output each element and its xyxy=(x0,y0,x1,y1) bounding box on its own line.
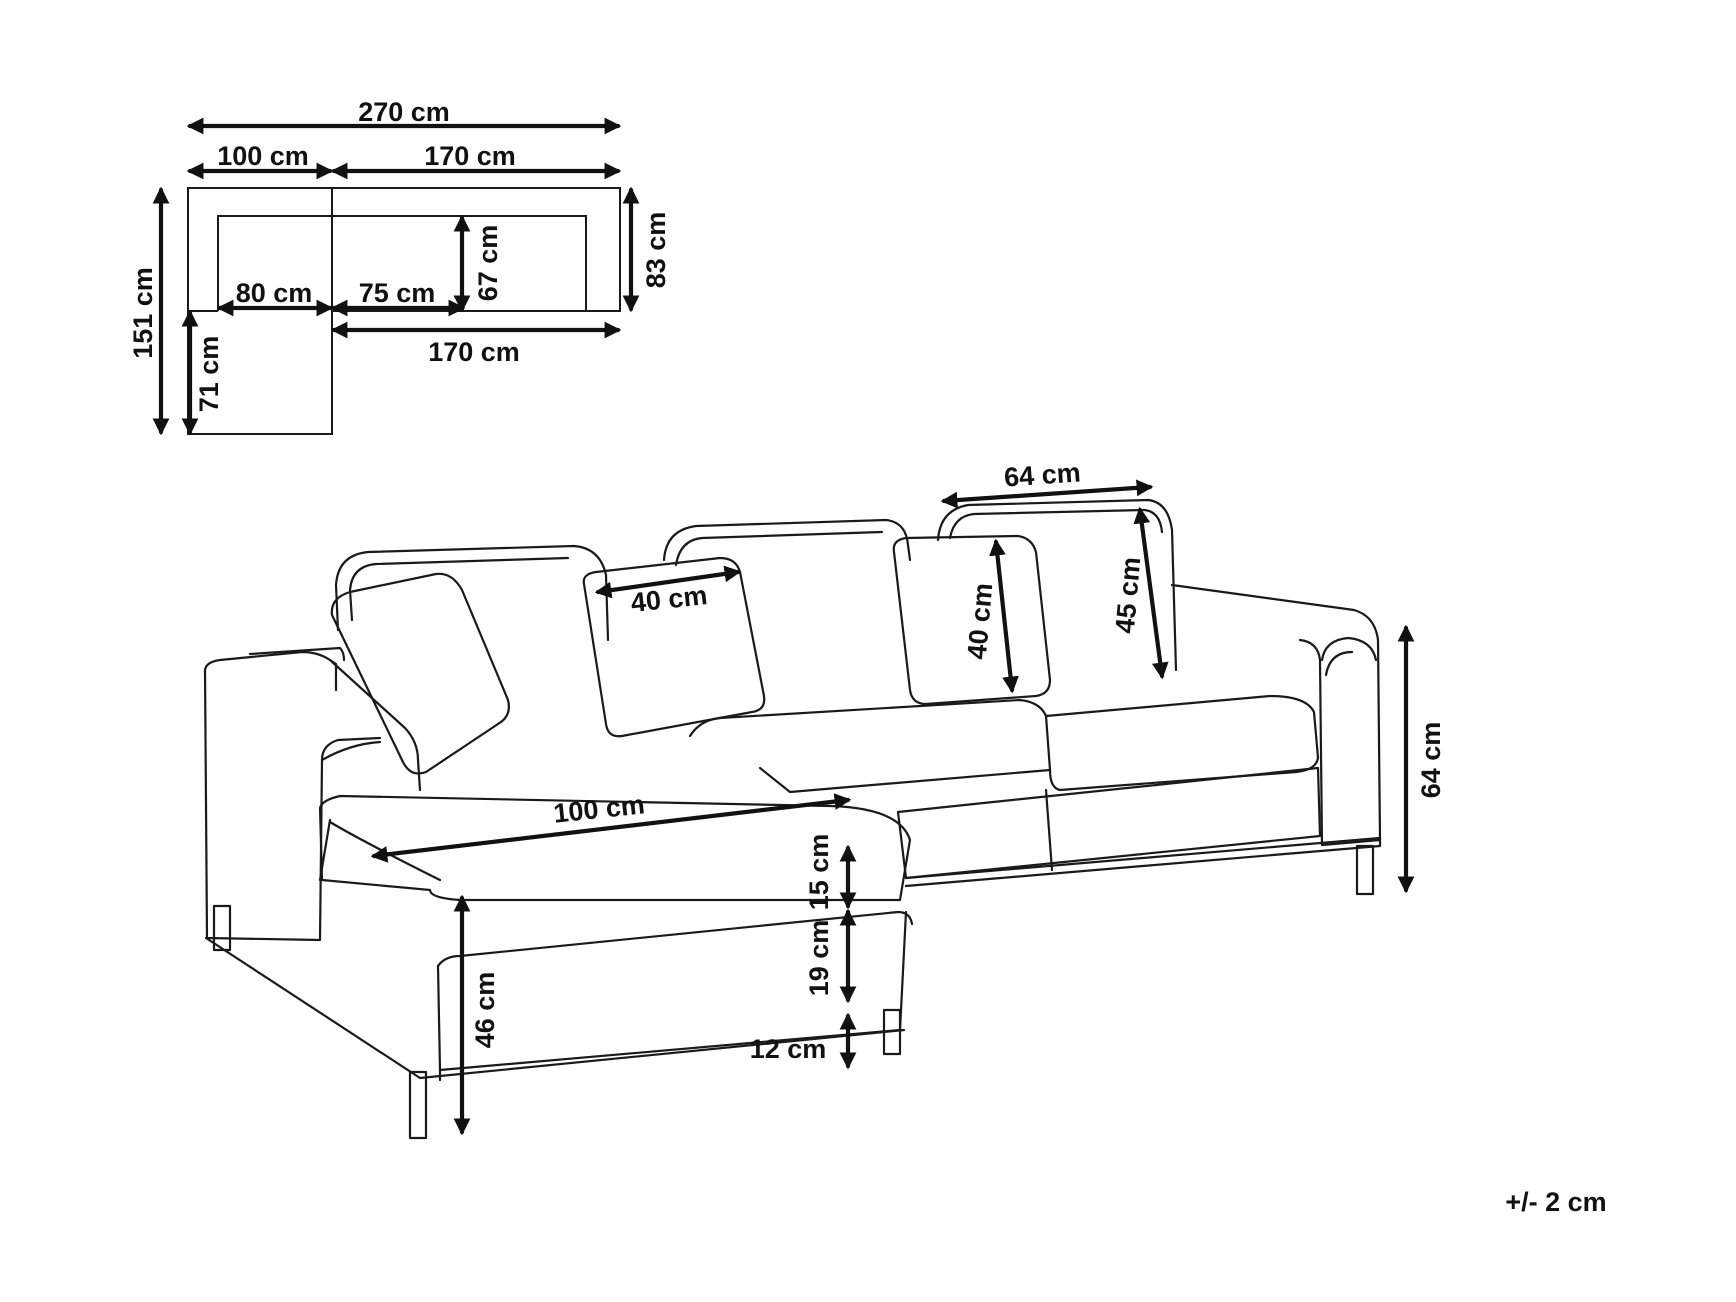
dim-pillow-width-arrow xyxy=(594,565,742,599)
tolerance-note: +/- 2 cm xyxy=(1505,1187,1606,1217)
dim-chaise-extension-label: 71 cm xyxy=(194,336,224,413)
dim-main-depth-label: 83 cm xyxy=(641,212,671,289)
dim-pillow-height-arrow xyxy=(989,538,1019,694)
dim-seat-width-label: 75 cm xyxy=(359,278,436,308)
plan-seat-area xyxy=(217,215,587,311)
dim-total-depth-label: 151 cm xyxy=(128,267,158,359)
sofa-dimensions: 64 cm 45 cm 40 cm 40 cm 64 cm 100 cm 15 … xyxy=(370,457,1446,1136)
sofa-base-front xyxy=(896,766,1322,880)
dim-total-width-label: 270 cm xyxy=(358,97,450,127)
leg-front-right xyxy=(1355,844,1375,896)
dim-pillow-height-label: 40 cm xyxy=(962,582,999,661)
dim-back-cushion-width-arrow xyxy=(940,479,1154,509)
back-cushion-left xyxy=(334,544,610,642)
dim-chaise-width-label: 100 cm xyxy=(217,141,309,171)
dim-chaise-seat-width-label: 80 cm xyxy=(236,278,313,308)
dim-base-height-label: 19 cm xyxy=(804,920,834,997)
right-arm xyxy=(1170,583,1382,847)
dim-seat-height-label: 46 cm xyxy=(470,972,500,1049)
dim-cushion-thickness-label: 15 cm xyxy=(804,834,834,911)
pillow-right xyxy=(892,534,1052,706)
leg-front-left xyxy=(408,1070,428,1140)
leg-back-left xyxy=(212,904,232,952)
dim-overall-height-label: 64 cm xyxy=(1416,722,1446,799)
dim-leg-height-label: 12 cm xyxy=(750,1034,827,1064)
plan-outline xyxy=(187,187,621,435)
plan-view: 270 cm 100 cm 170 cm 80 cm 75 cm 170 cm … xyxy=(128,97,671,436)
left-arm xyxy=(203,650,422,792)
dim-back-cushion-height-label: 45 cm xyxy=(1110,556,1147,635)
dim-seat-depth-label: 67 cm xyxy=(473,225,503,302)
chaise-cushion xyxy=(318,794,912,902)
pillow-left xyxy=(330,572,510,775)
back-cushion-middle xyxy=(662,518,912,562)
dim-chaise-length-arrow xyxy=(370,793,852,863)
dim-main-width-front-label: 170 cm xyxy=(428,337,520,367)
dim-chaise-length-label: 100 cm xyxy=(552,789,646,828)
chaise-base xyxy=(436,910,908,1072)
leg-front-chaise xyxy=(882,1008,902,1056)
seat-cushion-right xyxy=(1044,694,1320,792)
dim-back-cushion-width-label: 64 cm xyxy=(1003,457,1081,492)
dim-back-cushion-height-arrow xyxy=(1133,506,1169,680)
dim-main-width-label: 170 cm xyxy=(424,141,516,171)
pillow-middle xyxy=(582,556,766,738)
